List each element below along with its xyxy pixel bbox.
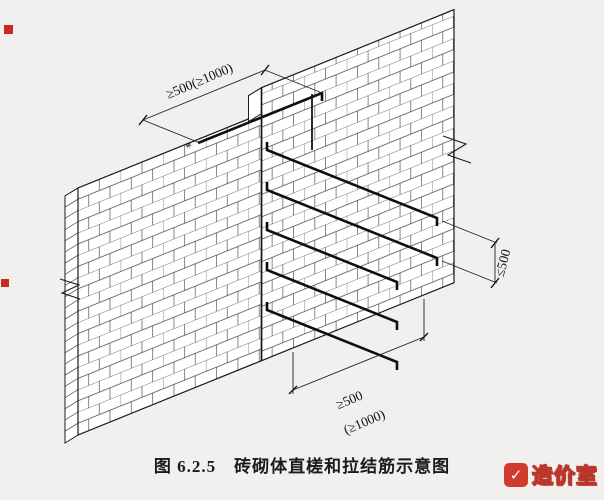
dim-right-label: ≤500 bbox=[492, 247, 514, 278]
dim-top-label: ≥500(≥1000) bbox=[164, 60, 235, 102]
tie-bar-5 bbox=[265, 302, 399, 370]
figure-caption: 图 6.2.5 砖砌体直槎和拉结筋示意图 bbox=[153, 457, 451, 476]
tie-bar-1 bbox=[265, 142, 439, 226]
watermark-text: 造价室 bbox=[531, 463, 598, 488]
dimension-right: ≤500 bbox=[441, 220, 514, 289]
brick-wall-left bbox=[64, 86, 263, 444]
brick-wall-right bbox=[248, 8, 455, 362]
tie-bar-3 bbox=[265, 222, 399, 290]
watermark: ✓ 造价室 bbox=[504, 460, 598, 490]
break-mark-right bbox=[442, 135, 472, 164]
straight-joint bbox=[260, 87, 313, 361]
red-mark-left-edge bbox=[1, 279, 9, 287]
dim-bottom-label-2: (≥1000) bbox=[341, 406, 387, 437]
break-mark-left bbox=[59, 278, 81, 300]
tie-bar-4 bbox=[265, 262, 399, 330]
tie-bar-2 bbox=[265, 182, 439, 266]
watermark-logo-icon: ✓ bbox=[504, 463, 528, 487]
red-mark-top-left bbox=[4, 25, 13, 34]
wall-end-course-lines bbox=[64, 198, 79, 432]
dim-bottom-label-1: ≥500 bbox=[334, 387, 366, 412]
diagram-svg: ≥500(≥1000) * ≤500 ≥500 (≥1000) bbox=[59, 8, 514, 444]
